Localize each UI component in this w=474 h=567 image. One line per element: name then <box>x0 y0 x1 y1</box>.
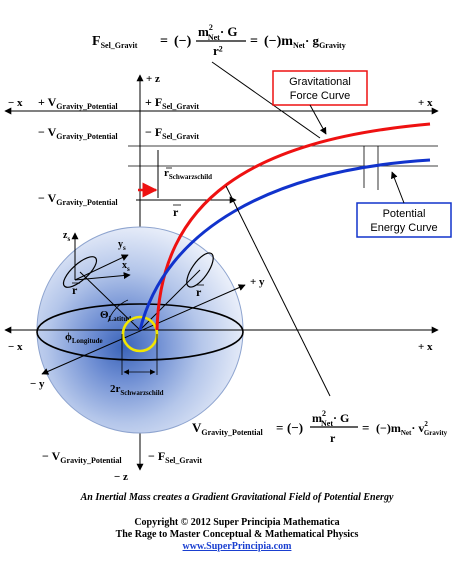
svg-text:Force Curve: Force Curve <box>290 90 351 102</box>
label-minus-f-3: − FSel_Gravit <box>148 449 202 465</box>
label-xs: xs <box>122 260 130 273</box>
label-minus-f-1: − FSel_Gravit <box>145 125 199 141</box>
label-ys: ys <box>118 239 126 252</box>
label-minus-y: − y <box>30 378 45 390</box>
label-r-schwarzschild: rSchwarzschild <box>164 167 212 181</box>
force-eq-sign: (−) <box>174 34 192 49</box>
force-curve-callout: Gravitational Force Curve <box>272 70 368 135</box>
label-plus-f: + FSel_Gravit <box>145 95 199 111</box>
label-minus-v-3: − VGravity_Potential <box>42 449 122 465</box>
label-r-right: r <box>196 285 202 299</box>
right-small-ellipse <box>186 252 214 288</box>
local-frame-ellipse <box>62 256 98 288</box>
website-link[interactable]: www.SuperPrincipia.com <box>182 541 292 552</box>
label-theta: ΘLatitude <box>100 309 134 323</box>
potential-energy-curve <box>138 158 431 331</box>
copyright-line-2: The Rage to Master Conceptual & Mathemat… <box>115 529 359 540</box>
potential-callout-arrow <box>391 171 405 204</box>
left-labels: + VGravity_Potential + FSel_Gravit − VGr… <box>38 95 202 465</box>
gravitational-force-curve <box>155 122 431 331</box>
label-minus-x-top: − x <box>8 97 23 109</box>
force-callout-arrow <box>309 104 327 135</box>
theta-arc <box>107 299 129 323</box>
force-eq-lhs: FSel_Gravit <box>92 34 138 50</box>
force-eq-denominator: r² <box>213 43 223 58</box>
potential-eq-eq2: = <box>362 420 369 435</box>
label-r-left: r <box>72 283 78 297</box>
force-eq-rhs: (−)mNet· gGravity <box>264 33 346 50</box>
label-plus-x-top: + x <box>418 97 433 109</box>
copyright-block: Copyright © 2012 Super Principia Mathema… <box>0 517 474 553</box>
label-minus-x-mid: − x <box>8 341 23 353</box>
potential-curve-callout: Potential Energy Curve <box>356 171 452 238</box>
label-two-r: 2rSchwarzschild <box>110 383 164 397</box>
figure-caption: An Inertial Mass creates a Gradient Grav… <box>80 492 394 503</box>
potential-eq-sign: (−) <box>287 420 303 435</box>
label-minus-v-2: − VGravity_Potential <box>38 191 118 207</box>
force-callout-box <box>272 70 368 106</box>
potential-eq-pointer <box>225 185 331 397</box>
force-eq-pointer <box>211 61 321 139</box>
label-zs: zs <box>63 230 70 243</box>
label-plus-y: + y <box>250 276 265 288</box>
y-axis <box>41 284 246 375</box>
potential-callout-box <box>356 202 452 238</box>
potential-eq-eq1: = <box>276 420 283 435</box>
label-plus-x-mid: + x <box>418 341 433 353</box>
potential-eq-denominator: r <box>330 431 336 445</box>
svg-text:Potential: Potential <box>383 208 426 220</box>
copyright-line-1: Copyright © 2012 Super Principia Mathema… <box>134 517 340 528</box>
label-plus-v: + VGravity_Potential <box>38 95 118 111</box>
svg-text:Energy Curve: Energy Curve <box>370 222 437 234</box>
label-plus-z: + z <box>146 73 160 85</box>
force-eq-eq1: = <box>160 34 168 49</box>
label-r-bar: r <box>173 205 179 219</box>
svg-text:Gravitational: Gravitational <box>289 76 351 88</box>
potential-eq-lhs: VGravity_Potential <box>192 420 263 437</box>
force-eq-eq2: = <box>250 34 258 49</box>
label-phi: ϕLongitude <box>65 331 103 345</box>
label-minus-v-1: − VGravity_Potential <box>38 125 118 141</box>
label-minus-z: − z <box>114 471 128 483</box>
